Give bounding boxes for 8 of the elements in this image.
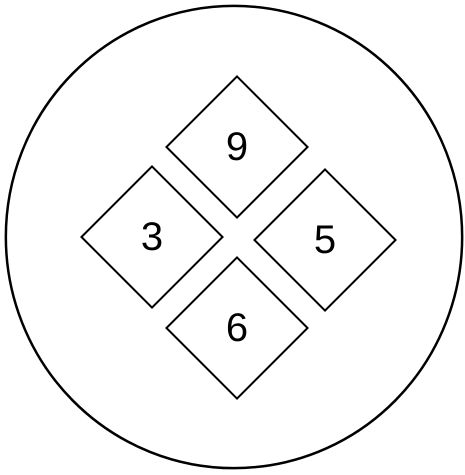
diamond-box: [253, 168, 397, 312]
diamond-box: [165, 256, 309, 400]
number-label: 6: [226, 308, 248, 348]
diamond-box: [165, 75, 309, 219]
number-label: 9: [226, 127, 248, 167]
number-label: 5: [314, 220, 336, 260]
diamond-box: [80, 165, 224, 309]
number-label: 3: [140, 217, 164, 257]
